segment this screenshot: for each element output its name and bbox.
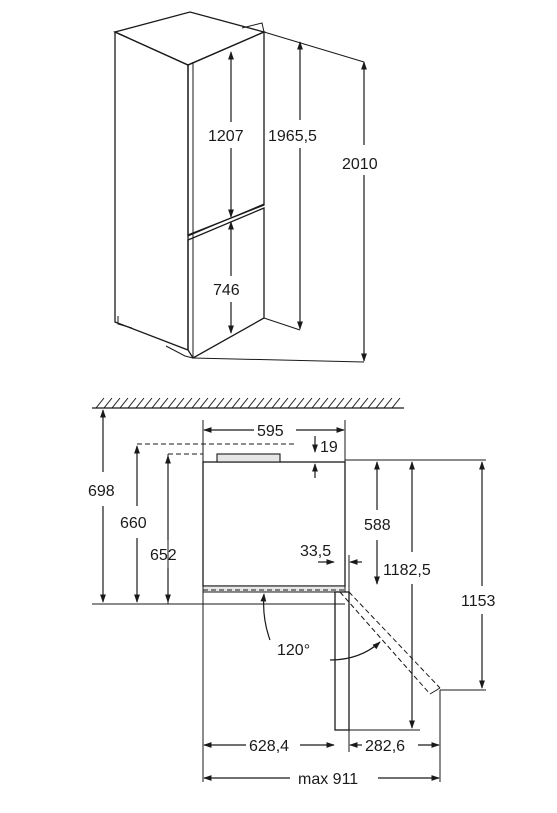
- dimension-1153: 1153: [461, 461, 496, 689]
- wall-hatch: [92, 397, 404, 409]
- dimension-595: 595: [202, 420, 346, 462]
- label-depth-1153: 1153: [461, 593, 496, 610]
- dimension-628-4: 628,4: [203, 738, 335, 755]
- dimension-1965-5: 1965,5: [268, 41, 317, 330]
- label-width-628-4: 628,4: [249, 738, 289, 755]
- angle-120: 120°: [260, 593, 381, 661]
- open-door: [334, 591, 441, 731]
- dimension-660: 660: [120, 445, 147, 603]
- dimension-652: 652: [150, 455, 177, 603]
- label-depth-588: 588: [364, 517, 391, 534]
- dimension-588: 588: [364, 461, 391, 585]
- label-opening-angle: 120°: [277, 642, 310, 659]
- label-depth-1182-5: 1182,5: [383, 562, 431, 579]
- label-width-595: 595: [257, 423, 284, 440]
- label-depth-660: 660: [120, 515, 147, 532]
- dimension-1207: 1207: [208, 51, 244, 218]
- dimension-282-6: 282,6: [349, 738, 440, 755]
- fridge-3d-view: [113, 11, 266, 359]
- label-fridge-height: 746: [213, 282, 240, 299]
- label-depth-652: 652: [150, 547, 177, 564]
- dimension-746: 746: [213, 221, 240, 334]
- dimension-max-911: max 911: [203, 771, 440, 788]
- label-recess-19: 19: [320, 439, 338, 456]
- dimension-698: 698: [88, 409, 115, 603]
- label-offset-33-5: 33,5: [300, 543, 331, 560]
- dimension-33-5: 33,5: [300, 543, 362, 592]
- label-depth-698: 698: [88, 483, 115, 500]
- dimension-1182-5: 1182,5: [383, 461, 431, 729]
- label-body-height: 1965,5: [268, 128, 317, 145]
- label-total-height: 2010: [342, 156, 378, 173]
- label-max-width-911: max 911: [298, 771, 358, 788]
- label-width-282-6: 282,6: [365, 738, 405, 755]
- label-freezer-height: 1207: [208, 128, 244, 145]
- fridge-plan-body: [202, 453, 346, 605]
- dimension-19: 19: [312, 436, 338, 478]
- dimension-2010: 2010: [342, 61, 378, 362]
